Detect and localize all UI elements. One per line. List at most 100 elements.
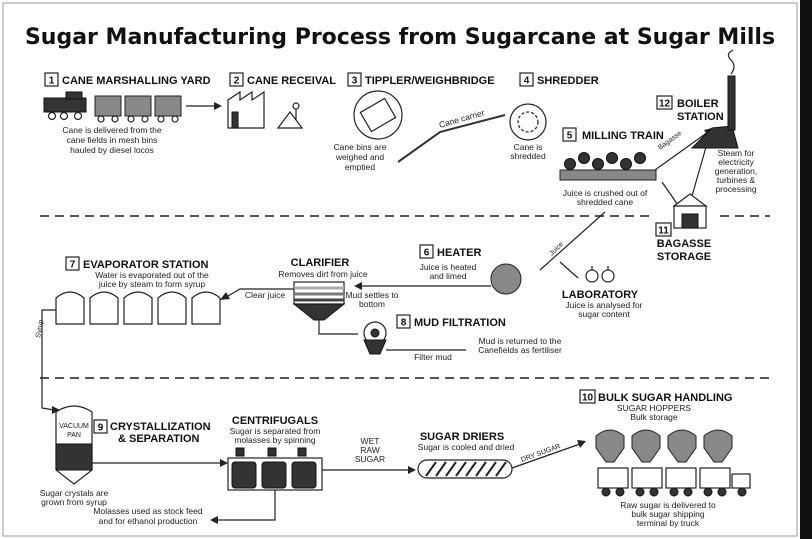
stage-11-label-2: STORAGE: [657, 251, 711, 263]
stage-7-label: EVAPORATOR STATION: [83, 259, 209, 271]
vacuum-label-1: VACUUM: [59, 423, 89, 430]
right-edge-strip: [800, 0, 812, 539]
stage-6: 6 HEATER Juice is heated and limed: [354, 244, 522, 295]
stage-6-desc-1: Juice is heated: [420, 262, 477, 272]
stage-12: 12 BOILER STATION Steam for electricity …: [656, 49, 757, 194]
stage-10-desc-3: terminal by truck: [637, 518, 700, 528]
trucks-icon: [597, 467, 751, 497]
train-icon: [43, 91, 182, 123]
factory-icon: [227, 90, 304, 129]
stage-7-desc-1: Water is evaporated out of the: [95, 270, 209, 280]
stage-7-desc-2: juice by steam to form syrup: [98, 279, 206, 289]
stage-10-sub-2: Bulk storage: [630, 412, 678, 422]
evaporator-vessels-icon: [55, 291, 221, 325]
stage-4-desc-2: shredded: [510, 151, 546, 161]
molasses-desc-1: Molasses used as stock feed: [93, 506, 202, 516]
centrifugals: CENTRIFUGALS Sugar is separated from mol…: [93, 415, 416, 526]
clarifier-desc: Removes dirt from juice: [278, 269, 368, 279]
stage-12-number: 12: [659, 99, 671, 110]
stage-9: VACUUM PAN 9 CRYSTALLIZATION & SEPARATIO…: [40, 405, 228, 507]
sugar-driers-desc: Sugar is cooled and dried: [418, 442, 515, 452]
stage-12-label-1: BOILER: [677, 98, 719, 110]
stage-4-label: SHREDDER: [537, 75, 599, 87]
wet-raw-sugar-2: RAW: [360, 445, 380, 455]
stage-1: 1 CANE MARSHALLING YARD Cane is delivere…: [43, 72, 222, 155]
stage-3-desc-3: emptied: [345, 162, 376, 172]
stage-8-label: MUD FILTRATION: [414, 317, 506, 329]
syrup-line: [41, 309, 56, 411]
laboratory-label: LABORATORY: [562, 289, 639, 301]
vacuum-pan-icon: [55, 405, 93, 485]
stage-3-label: TIPPLER/WEIGHBRIDGE: [365, 75, 495, 87]
stage-1-label: CANE MARSHALLING YARD: [62, 75, 211, 87]
stage-2: 2 CANE RECEIVAL: [227, 72, 336, 129]
stage-3-number: 3: [352, 76, 358, 87]
mud-line: [318, 320, 358, 335]
sugar-driers-label: SUGAR DRIERS: [420, 431, 504, 443]
centrifugals-label: CENTRIFUGALS: [232, 415, 318, 427]
clear-juice-label: Clear juice: [245, 290, 285, 300]
stage-8: 8 MUD FILTRATION Filter mud Mud is retur…: [363, 314, 562, 362]
clear-juice-line: [227, 288, 294, 297]
filter-mud-label: Filter mud: [414, 352, 452, 362]
drier-drum-icon: [417, 459, 513, 479]
stage-5: 5 MILLING TRAIN Juice is crushed out of …: [559, 127, 664, 207]
stage-12-label-2: STATION: [677, 111, 724, 123]
stage-8-desc-1: Mud is returned to the: [479, 336, 562, 346]
stage-10-number: 10: [582, 393, 594, 404]
bagasse-arrow: [654, 131, 709, 171]
shredder-icon: [509, 103, 547, 141]
stage-3-desc-1: Cane bins are: [334, 142, 387, 152]
stage-2-number: 2: [234, 76, 240, 87]
stage-9-desc-2: grown from syrup: [41, 497, 107, 507]
laboratory-desc-2: sugar content: [578, 309, 630, 319]
milling-train-icon: [559, 152, 657, 181]
stage-8-desc-2: Canefields as fertiliser: [478, 345, 562, 355]
stage-3-desc-2: weighed and: [335, 152, 384, 162]
stage-8-number: 8: [401, 318, 407, 329]
stage-7: 7 EVAPORATOR STATION Water is evaporated…: [35, 256, 221, 414]
stage-7-number: 7: [70, 260, 76, 271]
stage-9-number: 9: [98, 423, 104, 434]
dry-sugar-line: [511, 443, 581, 469]
clarifier: CLARIFIER Removes dirt from juice Mud se…: [220, 257, 399, 335]
clarifier-mud-1: Mud settles to: [346, 290, 399, 300]
laboratory-desc-1: Juice is analysed for: [565, 300, 642, 310]
stage-12-desc-4: turbines &: [717, 175, 756, 185]
stage-2-label: CANE RECEIVAL: [247, 75, 336, 87]
stage-4: 4 SHREDDER Cane is shredded: [509, 72, 599, 161]
stage-1-number: 1: [49, 76, 55, 87]
stage-12-desc-1: Steam for: [718, 148, 755, 158]
stage-1-desc-2: cane fields in mesh bins: [67, 135, 158, 145]
stage-1-number-box: [44, 72, 59, 87]
stage-6-label: HEATER: [437, 247, 481, 259]
heater-icon: [490, 263, 522, 295]
flask-icon: [585, 266, 615, 283]
stage-10-desc-1: Raw sugar is delivered to: [620, 500, 716, 510]
stage-12-desc-2: electricity: [718, 157, 754, 167]
stage-11-number: 11: [658, 226, 669, 237]
stage-10-desc-2: bulk sugar shipping: [631, 509, 705, 519]
stage-10-sub-1: SUGAR HOPPERS: [617, 403, 691, 413]
border: [2, 2, 798, 537]
stage-9-label-2: & SEPARATION: [118, 433, 200, 445]
lab-sample-line: [559, 261, 579, 279]
cane-carrier-belt: [397, 114, 506, 163]
clarifier-label: CLARIFIER: [291, 257, 350, 269]
stage-10: 10 BULK SUGAR HANDLING SUGAR HOPPERS Bul…: [579, 389, 751, 528]
juice-line: [539, 211, 606, 271]
sugar-hoppers-icon: [595, 429, 733, 463]
stage-5-desc-1: Juice is crushed out of: [563, 188, 648, 198]
stage-11: 11 BAGASSE STORAGE: [655, 193, 711, 263]
tippler-icon: [353, 90, 403, 140]
boiler-icon: [690, 49, 739, 149]
stage-12-desc-5: processing: [715, 184, 756, 194]
syrup-label: Syrup: [35, 319, 45, 338]
stage-5-desc-2: shredded cane: [577, 197, 634, 207]
stage-1-desc-1: Cane is delivered from the: [62, 125, 161, 135]
molasses-desc-2: and for ethanol production: [99, 516, 198, 526]
stage-5-number: 5: [567, 131, 573, 142]
stage-9-desc-1: Sugar crystals are: [40, 488, 109, 498]
clarifier-mud-2: bottom: [359, 299, 385, 309]
